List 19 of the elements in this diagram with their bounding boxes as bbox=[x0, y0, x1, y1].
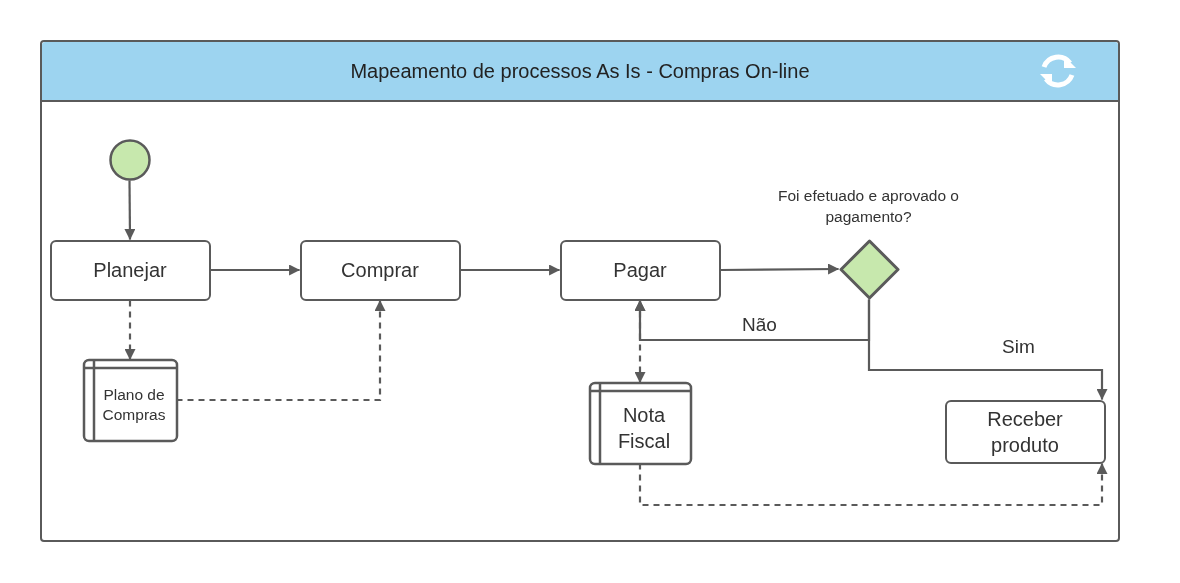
arrow bbox=[867, 299, 1108, 401]
dashed-arrow bbox=[638, 462, 1108, 507]
document-shape bbox=[589, 382, 691, 464]
process-box: Receber produto bbox=[944, 399, 1106, 464]
document-shape bbox=[83, 359, 177, 441]
process-box: Planejar bbox=[49, 239, 211, 301]
arrow bbox=[460, 264, 561, 276]
arrow bbox=[210, 264, 301, 276]
dashed-arrow bbox=[176, 299, 386, 402]
process-box: Pagar bbox=[559, 239, 721, 301]
arrow bbox=[720, 263, 840, 275]
decision-question: Foi efetuado e aprovado o pagamento? bbox=[777, 185, 960, 228]
process-box: Comprar bbox=[299, 239, 461, 301]
start-event-circle bbox=[108, 138, 151, 181]
document-label: Plano de Compras bbox=[101, 384, 167, 425]
swimlane-pool bbox=[40, 40, 1120, 542]
pool-label: Mapeamento de processos As Is - Compras On-line bbox=[350, 59, 810, 83]
arrow bbox=[124, 180, 136, 241]
document-label: Nota Fiscal bbox=[616, 403, 672, 454]
